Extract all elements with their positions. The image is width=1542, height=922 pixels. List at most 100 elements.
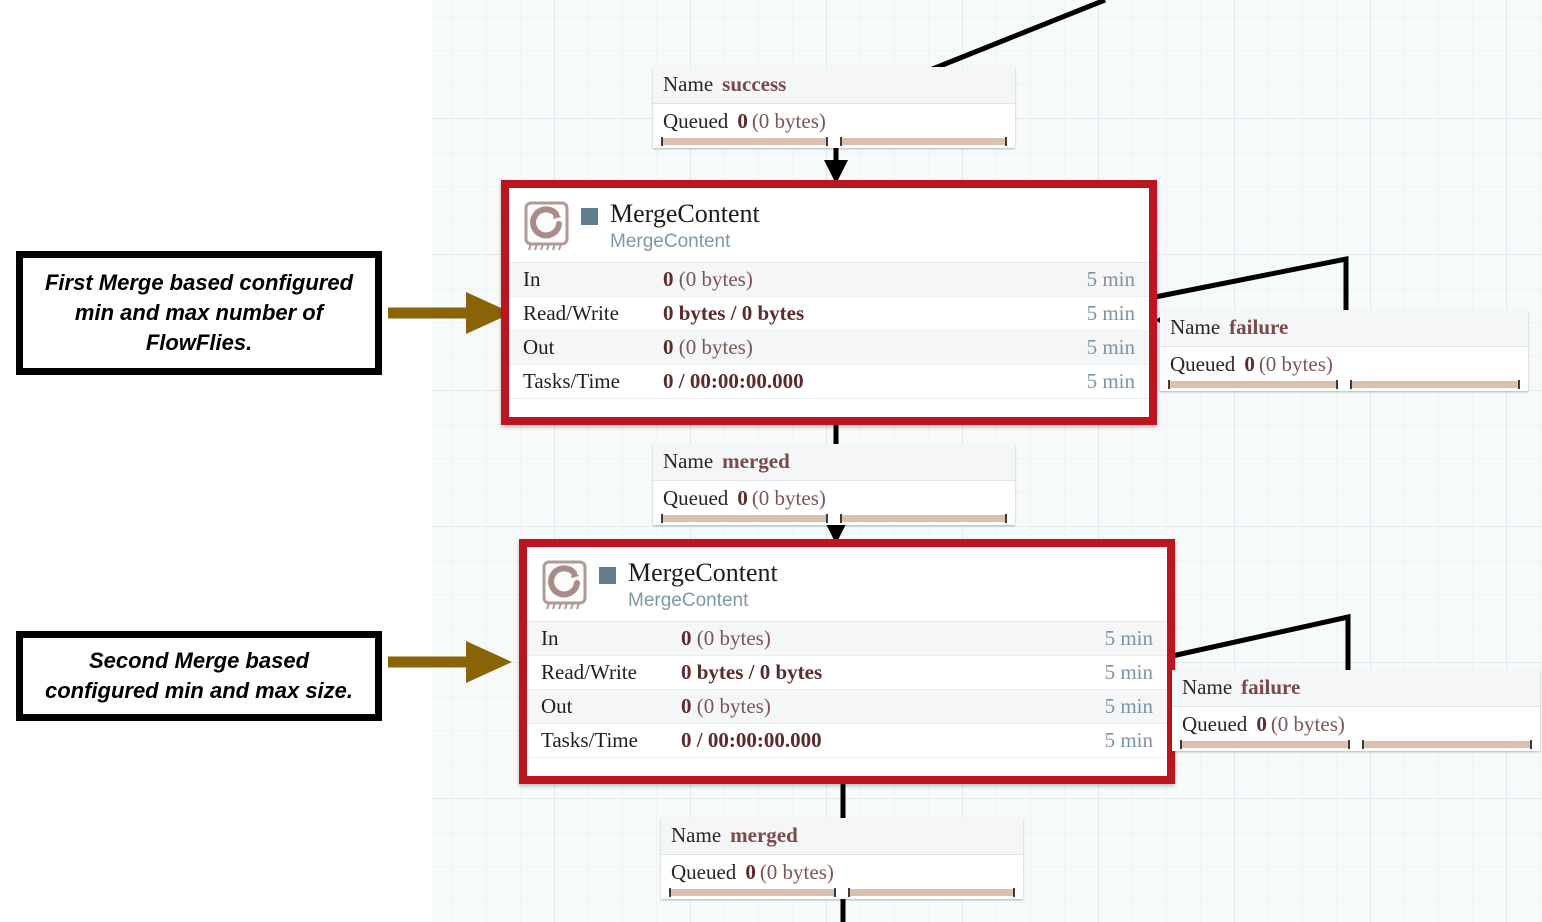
processor-footer [527,758,1167,774]
connection-queued-count: 0 [1256,712,1267,736]
connection-queue-bars [653,137,1015,148]
stat-value: 0 / 00:00:00.000 [663,369,804,393]
annotation-line: configured min and max size. [44,678,354,703]
stat-value: 0 (0 bytes) [663,267,753,291]
stat-time: 5 min [1086,335,1135,359]
annotation-callout-second-merge: Second Merge based configured min and ma… [16,631,382,721]
connection-name-label: Name [663,449,714,473]
stat-time: 5 min [1104,694,1153,718]
connection-name-label: Name [663,72,714,96]
connection-label-merged-1[interactable]: Name merged Queued 0(0 bytes) [653,444,1015,525]
connection-queued-label: Queued [671,860,737,884]
connection-name-row: Name failure [1172,670,1540,707]
connection-queue-bars [661,888,1023,899]
connection-queued-size: (0 bytes) [1258,352,1333,376]
stat-value: 0 (0 bytes) [681,694,771,718]
stat-value: 0 (0 bytes) [663,335,753,359]
connection-name-value: merged [722,449,790,473]
processor-name: MergeContent [628,558,778,587]
stat-row-read-write: Read/Write 0 bytes / 0 bytes 5 min [509,297,1149,331]
connection-label-failure-2[interactable]: Name failure Queued 0(0 bytes) [1172,670,1540,751]
connection-queued-size: (0 bytes) [751,486,826,510]
stat-time: 5 min [1104,728,1153,752]
connection-queued-row: Queued 0(0 bytes) [653,481,1015,515]
connection-queued-count: 0 [745,860,756,884]
queue-size-bar [1350,380,1520,389]
connection-name-row: Name failure [1160,310,1528,347]
stat-time: 5 min [1104,660,1153,684]
queue-size-bar [840,514,1007,523]
stat-row-in: In 0 (0 bytes) 5 min [527,622,1167,656]
connection-queued-size: (0 bytes) [759,860,834,884]
connection-name-row: Name merged [653,444,1015,481]
processor-merge-content-1[interactable]: MergeContent MergeContent In 0 (0 bytes)… [501,180,1157,425]
stat-time: 5 min [1086,301,1135,325]
stat-label: Tasks/Time [541,728,638,752]
connection-queued-count: 0 [1244,352,1255,376]
connection-queue-bars [653,514,1015,525]
annotation-line: FlowFlies. [145,330,253,355]
stat-label: Out [523,335,555,359]
connection-queued-count: 0 [737,486,748,510]
connection-queued-label: Queued [663,486,729,510]
connection-name-value: failure [1229,315,1289,339]
connection-queued-count: 0 [737,109,748,133]
stat-label: Read/Write [523,301,619,325]
stat-row-out: Out 0 (0 bytes) 5 min [527,690,1167,724]
processor-header: MergeContent MergeContent [509,188,1149,262]
connection-label-failure-1[interactable]: Name failure Queued 0(0 bytes) [1160,310,1528,391]
annotation-line: Second Merge based [88,648,310,673]
stat-row-tasks-time: Tasks/Time 0 / 00:00:00.000 5 min [509,365,1149,399]
queue-size-bar [840,137,1007,146]
annotation-line: min and max number of [74,300,324,325]
stat-label: In [541,626,559,650]
stat-time: 5 min [1086,267,1135,291]
connection-queued-row: Queued 0(0 bytes) [1172,707,1540,741]
processor-refresh-icon [524,201,569,251]
queue-count-bar [1180,740,1350,749]
connection-queued-label: Queued [1170,352,1236,376]
annotation-callout-first-merge: First Merge based configured min and max… [16,251,382,375]
connection-queue-bars [1160,380,1528,391]
stat-value: 0 bytes / 0 bytes [663,301,805,325]
queue-size-bar [1362,740,1532,749]
connection-queued-size: (0 bytes) [751,109,826,133]
connection-queue-bars [1172,740,1540,751]
stat-time: 5 min [1104,626,1153,650]
queue-count-bar [1168,380,1338,389]
stat-label: Read/Write [541,660,637,684]
processor-stats: In 0 (0 bytes) 5 min Read/Write 0 bytes … [527,621,1167,758]
processor-merge-content-2[interactable]: MergeContent MergeContent In 0 (0 bytes)… [519,539,1175,784]
stat-value: 0 / 00:00:00.000 [681,728,822,752]
connection-queued-row: Queued 0(0 bytes) [1160,347,1528,381]
queue-count-bar [661,514,828,523]
connection-queued-size: (0 bytes) [1270,712,1345,736]
processor-status-indicator [599,567,616,584]
processor-type: MergeContent [628,590,749,611]
connection-name-value: merged [730,823,798,847]
processor-refresh-icon [542,560,587,610]
connection-name-label: Name [1182,675,1233,699]
queue-count-bar [661,137,828,146]
connection-name-label: Name [1170,315,1221,339]
stat-time: 5 min [1086,369,1135,393]
queue-count-bar [669,888,836,897]
stat-row-out: Out 0 (0 bytes) 5 min [509,331,1149,365]
processor-footer [509,399,1149,415]
stat-value: 0 bytes / 0 bytes [681,660,823,684]
stat-value: 0 (0 bytes) [681,626,771,650]
stat-row-tasks-time: Tasks/Time 0 / 00:00:00.000 5 min [527,724,1167,758]
stat-label: In [523,267,541,291]
processor-status-indicator [581,208,598,225]
connection-queued-label: Queued [1182,712,1248,736]
stat-row-read-write: Read/Write 0 bytes / 0 bytes 5 min [527,656,1167,690]
connection-name-value: failure [1241,675,1301,699]
queue-size-bar [848,888,1015,897]
stat-label: Out [541,694,573,718]
processor-stats: In 0 (0 bytes) 5 min Read/Write 0 bytes … [509,262,1149,399]
stat-row-in: In 0 (0 bytes) 5 min [509,263,1149,297]
